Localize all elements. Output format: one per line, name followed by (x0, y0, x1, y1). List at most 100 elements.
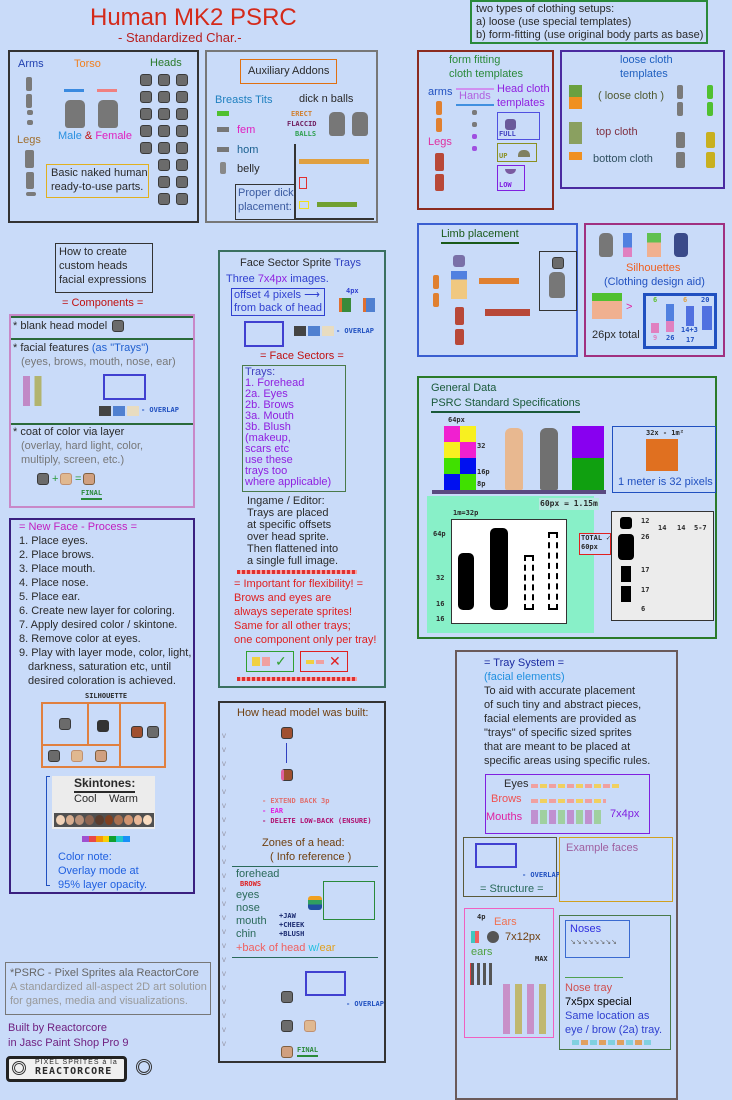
placement-label-box: Proper dick placement: (235, 184, 295, 220)
total-label: 26px total (592, 329, 640, 341)
hands-label: Hands (456, 88, 494, 106)
hand-sprite (472, 146, 477, 151)
top-cloth-label: top cloth (596, 126, 638, 138)
page-subtitle: - Standardized Char.- (118, 30, 242, 45)
measure-panel: 12 26 17 17 6 14 14 5-7 (611, 511, 714, 621)
silhouette-sprite (674, 233, 688, 257)
head-sprite (176, 176, 188, 188)
coat-label: * coat of color via layer (13, 426, 125, 438)
brows-label: Brows (491, 793, 522, 805)
head-sprite (140, 74, 152, 86)
face-sectors-header: = Face Sectors = (260, 350, 344, 362)
overlap-icons (99, 406, 139, 416)
base-parts-box: Arms Torso Heads Legs Male & Female Basi… (8, 50, 199, 223)
desc-line: of such tiny and abstract pieces, (484, 699, 642, 711)
blank-head-label: * blank head model (13, 320, 108, 332)
general-subtitle: PSRC Standard Specifications (431, 397, 581, 413)
gray-head-sprite (48, 750, 60, 762)
ingame-line: Trays are placed (247, 507, 329, 519)
arm-sprite (433, 293, 439, 307)
hand-sprite (27, 110, 33, 115)
tray-structure-icon (305, 971, 346, 996)
tray-item: 1. Forehead (245, 377, 305, 389)
reactorcore-logo[interactable]: PIXEL SPRITES à la REACTORCORE (6, 1056, 127, 1082)
general-title: General Data (431, 382, 497, 394)
color-note: Color note: (58, 851, 112, 863)
tray-system-title: = Tray System = (484, 657, 565, 669)
loose-sprite (569, 85, 582, 109)
placement-diagram (317, 202, 357, 207)
head-sprite (176, 159, 188, 171)
ears-label: ears (471, 946, 493, 958)
torso-silhouette (618, 534, 634, 560)
skintones-title: Skintones: (74, 776, 136, 793)
brown-head-sprite (131, 726, 143, 738)
facial-list: (eyes, brows, mouth, nose, ear) (21, 356, 176, 368)
overlap-label: - OVERLAP (336, 327, 374, 335)
leg-sprite (455, 329, 464, 345)
form-fitting-box: form fitting cloth templates arms Hands … (417, 50, 554, 210)
meter-square (646, 439, 678, 471)
arms-label: arms (428, 86, 453, 98)
new-face-header: = New Face - Process = (19, 521, 137, 533)
torso-sprite (329, 112, 345, 136)
head-side-sprite (363, 298, 375, 312)
bottom-cloth-label: bottom cloth (593, 153, 653, 165)
howto-line: facial expressions (59, 274, 147, 286)
female-label: Female (95, 130, 132, 142)
overlap-icons (294, 326, 334, 336)
skintone-swatch (56, 815, 65, 825)
spectrum-color (109, 836, 117, 842)
arm-sprite (707, 85, 713, 99)
eyes-label: Eyes (504, 778, 529, 790)
gray-head-sprite (281, 991, 293, 1003)
coat-line: (overlay, hard light, color, (21, 440, 144, 452)
tray-item: 3a. Mouth (245, 410, 294, 422)
page-title: Human MK2 PSRC (90, 4, 297, 31)
howto-box: How to create custom heads facial expres… (55, 243, 153, 293)
foot-sprite (26, 192, 36, 196)
measure-label: 20 (701, 296, 710, 304)
psrc-info-box: *PSRC - Pixel Sprites ala ReactorCore A … (5, 962, 211, 1015)
low-label: LOW (499, 181, 512, 189)
scale-canvas (451, 519, 567, 624)
tray-item: 2a. Eyes (245, 388, 288, 400)
arrow-down (286, 743, 287, 763)
ear-w-label: ear (319, 942, 336, 954)
aux-addons-box: Auxiliary Addons Breasts Tits dick n bal… (205, 50, 378, 223)
fem-label: fem (237, 124, 256, 136)
zone-blush: +BLUSH (279, 930, 305, 938)
tray-sprite (306, 660, 324, 664)
reactor-icon (136, 1059, 152, 1075)
tray-item: use these (245, 454, 293, 466)
setups-line: b) form-fitting (use original body parts… (476, 29, 704, 41)
howto-line: How to create (59, 246, 127, 258)
tray-structure-icon (103, 374, 146, 400)
measure-label: 26 (641, 533, 650, 541)
step: 1. Place eyes. (19, 535, 89, 547)
warning-stripe (237, 677, 357, 681)
step: 6. Create new layer for coloring. (19, 605, 175, 617)
zone-forehead: forehead (236, 868, 280, 880)
face-sector-box: Face Sector Sprite Trays Three 7x4px ima… (218, 250, 386, 688)
total-label: 60px (581, 543, 598, 551)
divider (11, 316, 193, 318)
bottom-cloth-sprite (569, 152, 582, 160)
title-trays: Trays (333, 257, 362, 269)
desc-line: that are meant to be placed at (484, 741, 631, 753)
head-sprite-sample (592, 293, 622, 319)
px4-label: 4px (346, 287, 359, 295)
important-line: Same for all other trays; (234, 620, 351, 632)
skintone-swatch (114, 815, 123, 825)
brown-head-sprite (281, 727, 293, 739)
scale-label: 32 (436, 574, 445, 582)
facial-label: * facial features (13, 342, 89, 354)
nose-tray-label: Nose tray (565, 982, 613, 994)
psrc-title: *PSRC - Pixel Sprites ala ReactorCore (10, 967, 199, 979)
nose-line (565, 977, 623, 978)
tray-system-box: = Tray System = (facial elements) To aid… (455, 650, 678, 1100)
final-label: FINAL (81, 489, 103, 500)
head-sprite (140, 142, 152, 154)
zone-nose: nose (236, 902, 260, 914)
arm-sprite (707, 102, 713, 116)
